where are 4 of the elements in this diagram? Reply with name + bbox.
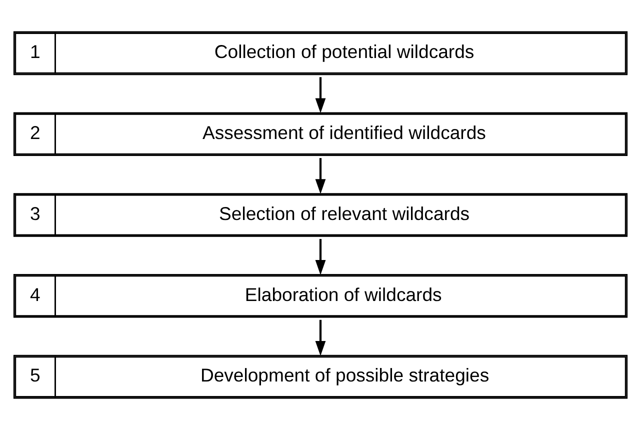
arrow [315, 238, 326, 274]
arrow [315, 158, 326, 194]
arrow [315, 76, 326, 113]
arrow [315, 319, 326, 356]
